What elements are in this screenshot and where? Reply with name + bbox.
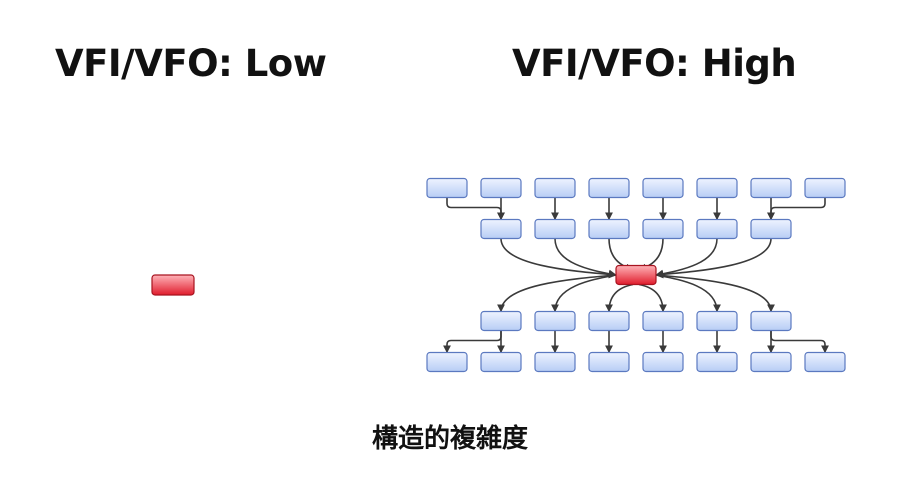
input-node-mid [642,218,684,240]
input-node-top [642,177,684,199]
output-node-bottom [804,351,846,373]
input-node-top [750,177,792,199]
input-node-top [534,177,576,199]
output-node-bottom [588,351,630,373]
output-node-mid [534,310,576,332]
edge-central-to-mid [497,274,617,313]
edge-mid-to-bottom [443,330,502,354]
output-node-bottom [642,351,684,373]
output-node-mid [480,310,522,332]
high-nodes [426,177,846,373]
low-central-node [151,274,195,296]
edge-central-to-mid [551,274,617,313]
caption: 構造的複雑度 [371,424,528,454]
edge-mid-to-central [500,238,617,279]
output-node-mid [750,310,792,332]
output-node-bottom [426,351,468,373]
input-node-top [696,177,738,199]
high-edges [443,197,829,354]
edge-mid-to-central [655,238,772,279]
input-node-mid [534,218,576,240]
output-node-mid [696,310,738,332]
output-node-bottom [534,351,576,373]
input-node-mid [480,218,522,240]
output-node-mid [642,310,684,332]
edge-mid-to-central [554,238,617,278]
input-node-top [588,177,630,199]
output-node-mid [588,310,630,332]
input-node-mid [750,218,792,240]
high-central-node [615,264,657,286]
edge-mid-to-bottom [770,330,829,354]
input-node-top [426,177,468,199]
edge-top-to-mid [767,197,826,221]
title-low: VFI/VFO: Low [55,42,327,85]
title-high: VFI/VFO: High [512,42,797,85]
edge-central-to-mid [638,283,667,313]
edge-mid-to-central [608,238,634,272]
input-node-top [480,177,522,199]
output-node-bottom [480,351,522,373]
input-node-top [804,177,846,199]
output-node-bottom [696,351,738,373]
input-node-mid [696,218,738,240]
input-node-mid [588,218,630,240]
edge-mid-to-central [638,238,664,272]
edge-top-to-mid [446,197,505,221]
edge-central-to-mid [655,274,775,313]
output-node-bottom [750,351,792,373]
edge-central-to-mid [605,283,634,313]
